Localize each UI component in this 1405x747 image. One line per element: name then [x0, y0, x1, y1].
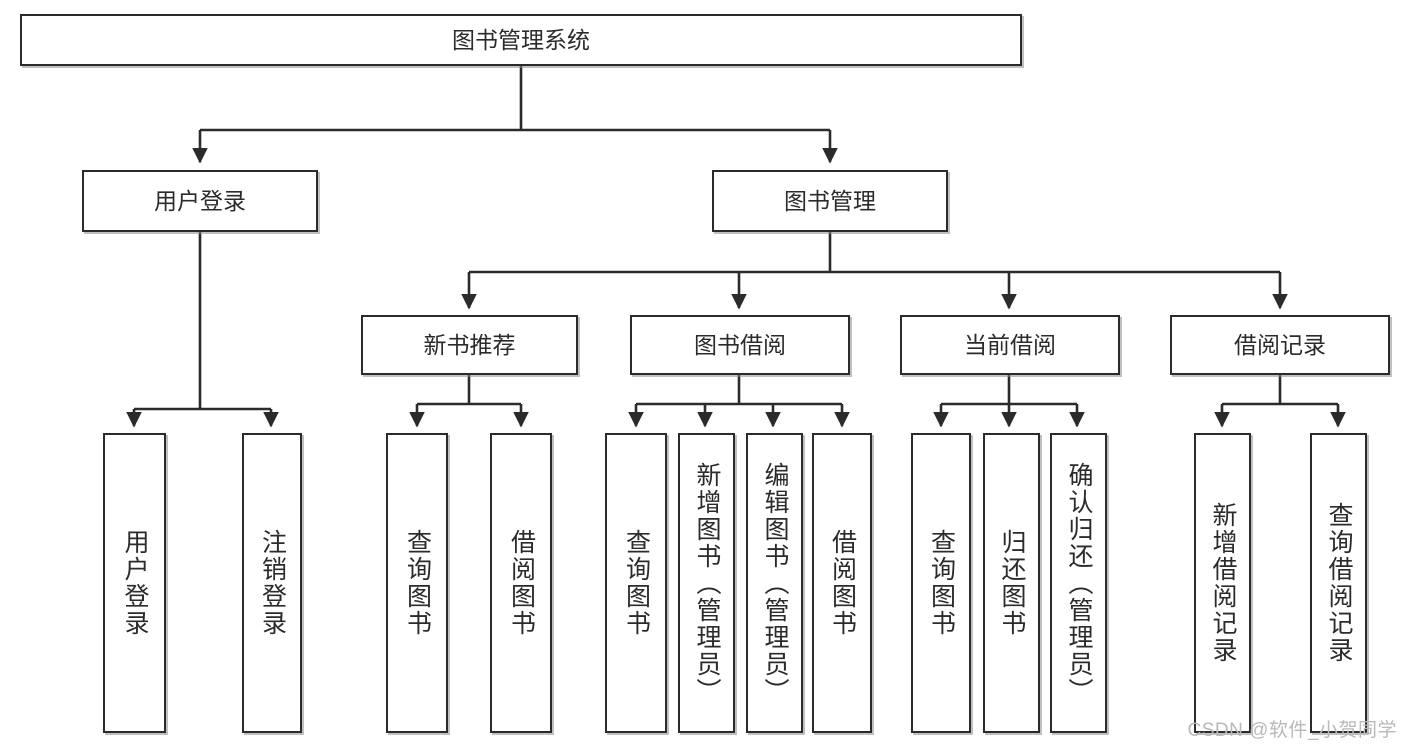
node-leaf-return-book[interactable]: 归还图书 [983, 433, 1040, 733]
node-root-label: 图书管理系统 [452, 26, 590, 53]
node-leaf-query-book-2-label: 查询图书 [622, 529, 651, 637]
node-user-login[interactable]: 用户登录 [82, 170, 318, 232]
node-leaf-borrow-book-1[interactable]: 借阅图书 [490, 433, 552, 733]
node-root[interactable]: 图书管理系统 [20, 14, 1022, 66]
node-leaf-confirm-return[interactable]: 确认归还（管理员） [1050, 433, 1107, 733]
node-book-borrow[interactable]: 图书借阅 [630, 315, 850, 375]
node-leaf-query-book-2[interactable]: 查询图书 [605, 433, 667, 733]
node-leaf-edit-book-label: 编辑图书（管理员） [761, 461, 789, 705]
node-book-borrow-label: 图书借阅 [694, 331, 786, 358]
node-leaf-query-record-label: 查询借阅记录 [1325, 502, 1353, 664]
node-leaf-borrow-book-2-label: 借阅图书 [828, 529, 857, 637]
watermark: CSDN @软件_小贺同学 [1187, 720, 1397, 741]
node-book-management[interactable]: 图书管理 [712, 170, 948, 232]
node-current-borrow-label: 当前借阅 [964, 331, 1056, 358]
node-leaf-return-book-label: 归还图书 [998, 529, 1026, 637]
node-current-borrow[interactable]: 当前借阅 [900, 315, 1120, 375]
node-leaf-borrow-book-1-label: 借阅图书 [507, 529, 536, 637]
node-leaf-logout-login-label: 注销登录 [258, 529, 287, 637]
node-leaf-add-record[interactable]: 新增借阅记录 [1194, 433, 1251, 733]
node-leaf-add-book-label: 新增图书（管理员） [693, 461, 721, 705]
node-leaf-query-book-1[interactable]: 查询图书 [386, 433, 448, 733]
node-leaf-query-record[interactable]: 查询借阅记录 [1310, 433, 1367, 733]
node-leaf-confirm-return-label: 确认归还（管理员） [1065, 461, 1093, 705]
node-user-login-label: 用户登录 [154, 187, 246, 214]
node-new-book-recommend-label: 新书推荐 [423, 331, 516, 358]
node-borrow-record[interactable]: 借阅记录 [1170, 315, 1390, 375]
node-leaf-borrow-book-2[interactable]: 借阅图书 [812, 433, 872, 733]
node-book-management-label: 图书管理 [784, 187, 876, 214]
node-leaf-user-login[interactable]: 用户登录 [103, 433, 166, 733]
node-borrow-record-label: 借阅记录 [1234, 331, 1326, 358]
node-leaf-add-record-label: 新增借阅记录 [1209, 502, 1237, 664]
node-leaf-add-book[interactable]: 新增图书（管理员） [678, 433, 735, 733]
node-leaf-query-book-3-label: 查询图书 [927, 529, 956, 637]
node-leaf-user-login-label: 用户登录 [121, 529, 149, 637]
node-new-book-recommend[interactable]: 新书推荐 [361, 315, 578, 375]
node-leaf-logout-login[interactable]: 注销登录 [242, 433, 302, 733]
node-leaf-edit-book[interactable]: 编辑图书（管理员） [746, 433, 803, 733]
node-leaf-query-book-1-label: 查询图书 [403, 529, 432, 637]
node-leaf-query-book-3[interactable]: 查询图书 [911, 433, 971, 733]
